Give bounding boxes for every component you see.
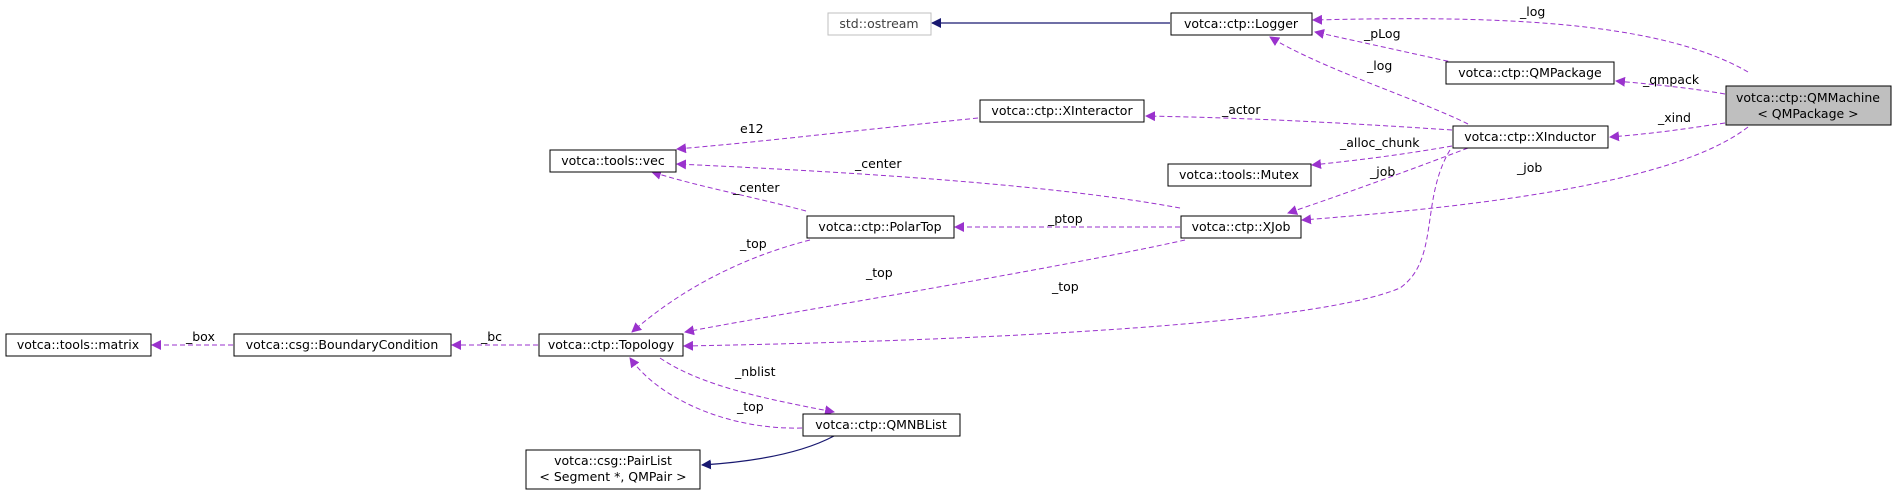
node-label: votca::ctp::QMNBList (815, 417, 947, 432)
edge-actor: _actor (1145, 102, 1453, 131)
node-label: votca::tools::Mutex (1179, 167, 1299, 182)
node-logger[interactable]: votca::ctp::Logger (1170, 12, 1313, 36)
edge-label: _top (865, 265, 893, 280)
node-xjob[interactable]: votca::ctp::XJob (1180, 215, 1302, 239)
node-label: std::ostream (839, 16, 918, 31)
edge-nblist: _nblist (659, 357, 835, 416)
edge-top-xjob: _top (684, 239, 1186, 336)
node-topology[interactable]: votca::ctp::Topology (538, 333, 684, 357)
node-qmmachine[interactable]: votca::ctp::QMMachine < QMPackage > (1725, 85, 1892, 126)
node-label-line1: votca::ctp::QMMachine (1736, 90, 1880, 105)
edge-qmpack: _qmpack (1615, 72, 1726, 95)
edge-label: _pLog (1363, 26, 1401, 41)
edge-top-xinductor: _top (683, 149, 1451, 351)
edge-label: _xind (1657, 110, 1691, 125)
edge-plog: _pLog (1314, 26, 1457, 64)
edge-label: _top (1051, 279, 1079, 294)
edge-label: _qmpack (1642, 72, 1700, 87)
edge-label: _job (1369, 164, 1395, 179)
edge-e12: e12 (676, 117, 979, 154)
edge-top-polartop: _top (631, 236, 811, 333)
edge-ptop: _ptop (954, 211, 1180, 232)
node-label: votca::ctp::Logger (1184, 16, 1299, 31)
node-ostream[interactable]: std::ostream (827, 12, 932, 36)
edge-label: _alloc_chunk (1339, 135, 1420, 150)
edge-label: _actor (1221, 102, 1261, 117)
node-pairlist[interactable]: votca::csg::PairList < Segment *, QMPair… (525, 449, 701, 490)
edge-center-polartop: _center (651, 169, 807, 212)
edge-label: _center (854, 156, 902, 171)
edge-label: _log (1519, 4, 1545, 19)
node-mutex[interactable]: votca::tools::Mutex (1167, 163, 1312, 187)
edge-alloc-chunk: _alloc_chunk (1311, 135, 1453, 170)
node-boundarycondition[interactable]: votca::csg::BoundaryCondition (233, 333, 452, 357)
edge-label: _box (185, 329, 215, 344)
edge-label: _top (736, 399, 764, 414)
edge-job-qmmachine: _job (1301, 126, 1749, 225)
edge-log-qmmachine: _log (1312, 4, 1749, 73)
edge-job-xinductor: _job (1287, 147, 1469, 215)
node-label: votca::csg::BoundaryCondition (246, 337, 439, 352)
edge-center-xjob: _center (676, 156, 1181, 209)
node-vec[interactable]: votca::tools::vec (549, 149, 677, 173)
edge-bc: _bc (451, 329, 538, 350)
edge-xind: _xind (1609, 110, 1726, 142)
node-label: votca::ctp::PolarTop (818, 219, 941, 234)
node-polartop[interactable]: votca::ctp::PolarTop (806, 215, 955, 239)
edge-label: _bc (480, 329, 502, 344)
edge-label: _job (1516, 160, 1542, 175)
node-xinductor[interactable]: votca::ctp::XInductor (1452, 125, 1609, 149)
edge-label: _nblist (734, 364, 776, 379)
edge-top-qmnblist: _top (629, 357, 803, 429)
edge-label: _center (732, 180, 780, 195)
node-matrix[interactable]: votca::tools::matrix (5, 333, 152, 357)
node-label-line2: < Segment *, QMPair > (539, 469, 686, 484)
node-label-line1: votca::csg::PairList (554, 453, 672, 468)
edge-label: _top (739, 236, 767, 251)
node-qmpackage[interactable]: votca::ctp::QMPackage (1445, 61, 1615, 85)
edge-label: _ptop (1047, 211, 1083, 226)
node-label: votca::ctp::XJob (1192, 219, 1291, 234)
node-qmnblist[interactable]: votca::ctp::QMNBList (802, 413, 961, 437)
node-label: votca::ctp::XInductor (1464, 129, 1596, 144)
node-label: votca::ctp::XInteractor (991, 103, 1133, 118)
node-label: votca::tools::vec (561, 153, 665, 168)
node-label-line2: < QMPackage > (1757, 106, 1858, 121)
edge-label: _log (1366, 58, 1392, 73)
node-label: votca::ctp::Topology (548, 337, 675, 352)
edge-label: e12 (740, 121, 764, 136)
edge-log-xinductor: _log (1269, 36, 1469, 125)
node-xinteractor[interactable]: votca::ctp::XInteractor (979, 99, 1145, 123)
node-label: votca::tools::matrix (17, 337, 139, 352)
edge-pairlist-qmnblist (701, 435, 835, 470)
node-label: votca::ctp::QMPackage (1458, 65, 1602, 80)
edge-box: _box (151, 329, 233, 350)
